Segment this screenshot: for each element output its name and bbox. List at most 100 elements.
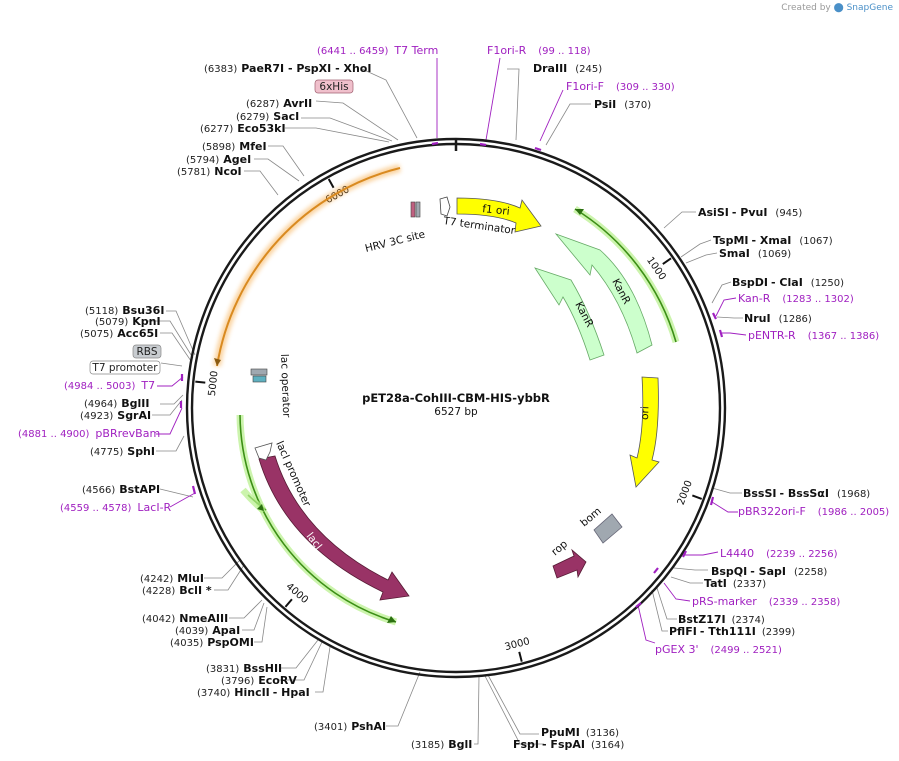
- site-bgli[interactable]: (3185)BglI: [411, 738, 472, 751]
- primer-marks: [179, 141, 724, 608]
- rbs-box: RBS: [132, 344, 162, 359]
- tick-label-5000: 5000: [207, 370, 221, 396]
- kanr-feature-outer[interactable]: [554, 233, 653, 354]
- primer-mark-pgex: [635, 602, 642, 608]
- site-draiii[interactable]: DraIII(245): [533, 62, 602, 75]
- tick-mark-3000: [518, 651, 523, 662]
- site-eco53ki[interactable]: (6277)Eco53kI: [200, 122, 286, 135]
- site-nmeaiii[interactable]: (4042)NmeAIII: [142, 612, 228, 625]
- kanr-feature-inner[interactable]: [534, 267, 605, 361]
- primer-laci-r[interactable]: (4559 .. 4578)LacI-R: [60, 501, 172, 514]
- site-hincii[interactable]: (3740)HincII- HpaI: [197, 686, 310, 699]
- primer-pgex-3[interactable]: pGEX 3'(2499 .. 2521): [655, 643, 782, 656]
- primer-mark-prs-marker: [653, 567, 659, 574]
- primer-pentr-r[interactable]: pENTR-R(1367 .. 1386): [748, 329, 879, 342]
- restriction-site-labels: (6383)PaeR7I - PspXI - XhoI (6287)AvrII …: [80, 62, 870, 751]
- primer-t7-term[interactable]: (6441 .. 6459)T7 Term: [317, 44, 438, 57]
- primer-kan-r[interactable]: Kan-R(1283 .. 1302): [738, 292, 854, 305]
- ori-feature[interactable]: [629, 376, 660, 488]
- site-ppumi[interactable]: PpuMI(3136): [541, 726, 619, 739]
- primer-mark-kan-r: [712, 312, 717, 320]
- orange-feature-arc: [213, 164, 401, 367]
- site-smai[interactable]: SmaI(1069): [719, 247, 791, 260]
- primer-mark-t7term: [431, 141, 439, 146]
- f1-ori-label: f1 ori: [482, 203, 510, 218]
- tick-mark-4000: [284, 598, 293, 608]
- tick-label-2000: 2000: [676, 479, 695, 507]
- site-bsshii[interactable]: (3831)BssHII: [206, 662, 282, 675]
- site-tspmi[interactable]: TspMI- XmaI(1067): [713, 234, 833, 247]
- site-bcli[interactable]: (4228)BclI *: [142, 584, 212, 597]
- plasmid-backbone: [185, 137, 727, 679]
- site-psppomi[interactable]: (4035)PspOMI: [170, 636, 254, 649]
- primer-l4440[interactable]: L4440(2239 .. 2256): [720, 547, 838, 560]
- primer-mark-l4440: [682, 550, 687, 558]
- site-agei[interactable]: (5794)AgeI: [186, 153, 251, 166]
- site-avrii[interactable]: (6287)AvrII: [246, 97, 312, 110]
- site-ecorv[interactable]: (3796)EcoRV: [221, 674, 297, 687]
- site-psii[interactable]: PsiI(370): [594, 98, 651, 111]
- tick-mark-1000: [662, 257, 672, 265]
- site-bsu36i[interactable]: (5118)Bsu36I: [85, 304, 164, 317]
- his-tag-box: 6xHis: [314, 79, 354, 94]
- primer-mark-laci-r: [191, 485, 197, 495]
- primer-prs-marker[interactable]: pRS-marker(2339 .. 2358): [692, 595, 840, 608]
- bom-feature[interactable]: [593, 513, 623, 544]
- site-bglii[interactable]: (4964)BglII: [84, 397, 149, 410]
- site-pflfi[interactable]: PflFI- Tth111I(2399): [669, 625, 795, 638]
- site-mlui[interactable]: (4242)MluI: [140, 572, 204, 585]
- rbs-text: RBS: [137, 346, 158, 358]
- site-bsssi[interactable]: BssSI- BssSαI(1968): [743, 487, 870, 500]
- lac-operator-feature[interactable]: [250, 368, 268, 383]
- site-bstz17i[interactable]: BstZ17I(2374): [678, 613, 765, 626]
- plasmid-name: pET28a-CohIII-CBM-HIS-ybbR: [362, 391, 550, 405]
- credit-brand: SnapGene: [846, 3, 893, 13]
- site-paer7i[interactable]: (6383)PaeR7I - PspXI - XhoI: [204, 62, 371, 75]
- primer-pbr322ori-f[interactable]: pBR322ori-F(1986 .. 2005): [738, 505, 889, 518]
- lac-operator-label: lac operator: [278, 354, 292, 419]
- site-pshai[interactable]: (3401)PshAI: [314, 720, 386, 733]
- hrv-3c-site-label: HRV 3C site: [364, 228, 427, 255]
- hrv-3c-site-feature[interactable]: [410, 201, 416, 218]
- tick-mark-5000: [195, 380, 206, 384]
- site-acc65i[interactable]: (5075)Acc65I: [80, 327, 158, 340]
- rop-label: rop: [549, 538, 570, 558]
- site-bstapi[interactable]: (4566)BstAPI: [82, 483, 160, 496]
- site-kpni[interactable]: (5079)KpnI: [95, 315, 161, 328]
- laci-promoter-feature[interactable]: [254, 442, 273, 461]
- tick-mark-6000: [327, 178, 335, 189]
- his-tag-feature[interactable]: [415, 201, 421, 218]
- site-nrui[interactable]: NruI(1286): [744, 312, 812, 325]
- primer-f1ori-f[interactable]: F1ori-F(309 .. 330): [566, 80, 675, 93]
- site-asisi[interactable]: AsiSI- PvuI(945): [698, 206, 802, 219]
- site-ncoi[interactable]: (5781)NcoI: [177, 165, 242, 178]
- leader-lines: [148, 68, 743, 745]
- green-feature-arcs: [236, 206, 680, 626]
- primer-mark-pbr322ori: [709, 496, 715, 506]
- primer-leaders: [156, 57, 747, 644]
- t7-promoter-text: T7 promoter: [91, 362, 158, 374]
- site-sphi[interactable]: (4775)SphI: [90, 445, 155, 458]
- site-apai[interactable]: (4039)ApaI: [175, 624, 240, 637]
- primer-f1ori-r[interactable]: F1ori-R(99 .. 118): [487, 44, 591, 57]
- laci-feature[interactable]: [258, 455, 410, 601]
- rop-feature[interactable]: [552, 548, 587, 579]
- primer-t7[interactable]: (4984 .. 5003)T7: [64, 379, 155, 392]
- primer-pbrrevbam[interactable]: (4881 .. 4900)pBRrevBam: [18, 427, 160, 440]
- snapgene-logo-icon: ⬤: [833, 3, 844, 13]
- site-bspqi[interactable]: BspQI- SapI(2258): [711, 565, 827, 578]
- t7-terminator-feature[interactable]: [439, 196, 451, 217]
- site-fspi[interactable]: FspI- FspAI(3164): [513, 738, 624, 751]
- f1-ori-feature[interactable]: [456, 197, 542, 233]
- ori-label: ori: [639, 406, 651, 420]
- site-mfei[interactable]: (5898)MfeI: [202, 140, 267, 153]
- primer-mark-pentr-r: [718, 329, 724, 338]
- site-bspdi[interactable]: BspDI- ClaI(1250): [732, 276, 844, 289]
- t7-promoter-box: T7 promoter: [89, 360, 161, 375]
- plasmid-size: 6527 bp: [434, 406, 478, 418]
- site-sgrai[interactable]: (4923)SgrAI: [80, 409, 151, 422]
- site-saci[interactable]: (6279)SacI: [236, 110, 299, 123]
- site-tati[interactable]: TatI(2337): [704, 577, 766, 590]
- tick-label-4000: 4000: [284, 581, 310, 606]
